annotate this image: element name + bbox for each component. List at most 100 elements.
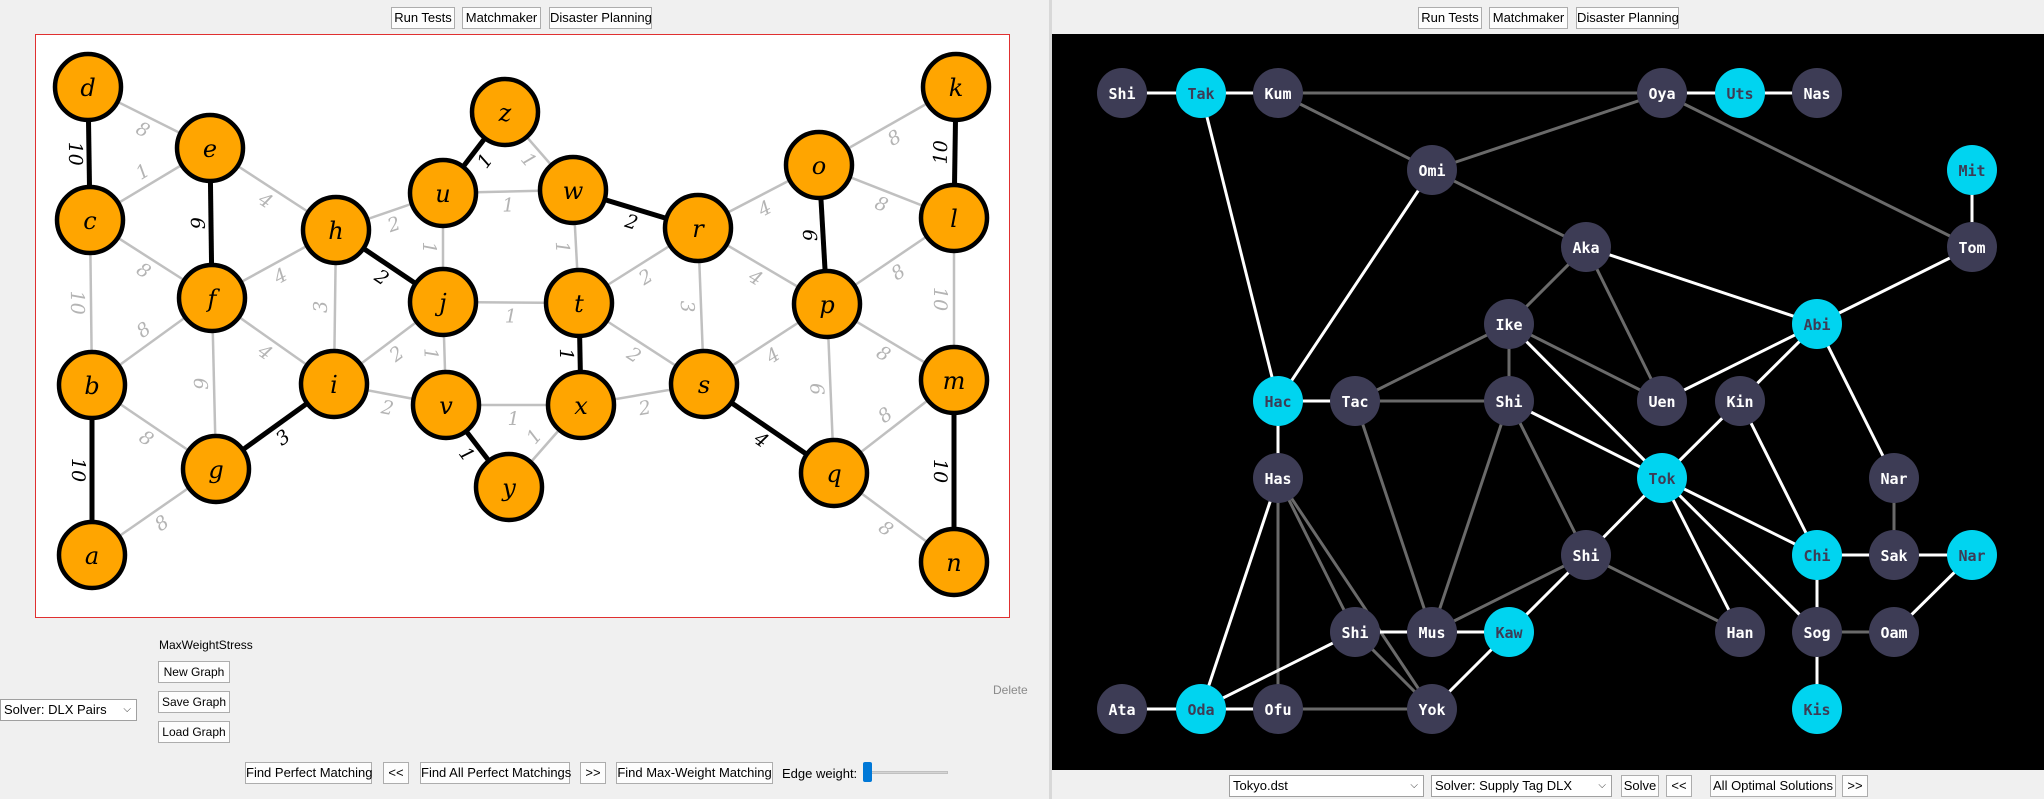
node-circle[interactable] <box>918 344 990 416</box>
city-node-shi4[interactable]: Shi <box>1330 607 1380 657</box>
city-node-tac[interactable]: Tac <box>1330 376 1380 426</box>
graph-node-h[interactable]: h <box>300 194 372 266</box>
node-circle[interactable] <box>54 184 126 256</box>
city-circle[interactable] <box>1484 607 1534 657</box>
panel-divider[interactable] <box>1049 0 1052 799</box>
graph-node-p[interactable]: p <box>791 268 863 340</box>
graph-node-a[interactable]: a <box>56 519 128 591</box>
node-circle[interactable] <box>668 348 740 420</box>
city-circle[interactable] <box>1253 684 1303 734</box>
city-circle[interactable] <box>1715 68 1765 118</box>
city-node-has[interactable]: Has <box>1253 453 1303 503</box>
node-circle[interactable] <box>407 266 479 338</box>
city-circle[interactable] <box>1561 222 1611 272</box>
node-circle[interactable] <box>52 51 124 123</box>
find-max-weight-matching-button[interactable]: Find Max-Weight Matching <box>616 762 773 784</box>
city-node-han[interactable]: Han <box>1715 607 1765 657</box>
city-node-omi[interactable]: Omi <box>1407 145 1457 195</box>
graph-node-v[interactable]: v <box>410 369 482 441</box>
save-graph-button[interactable]: Save Graph <box>158 691 230 713</box>
matchmaker-button[interactable]: Matchmaker <box>462 7 541 29</box>
next-solution-button[interactable]: >> <box>1842 775 1868 797</box>
graph-node-c[interactable]: c <box>54 184 126 256</box>
graph-node-s[interactable]: s <box>668 348 740 420</box>
city-node-kum[interactable]: Kum <box>1253 68 1303 118</box>
solve-button[interactable]: Solve <box>1621 775 1659 797</box>
node-circle[interactable] <box>662 192 734 264</box>
city-circle[interactable] <box>1176 68 1226 118</box>
node-circle[interactable] <box>783 129 855 201</box>
graph-node-z[interactable]: z <box>469 76 541 148</box>
node-circle[interactable] <box>918 526 990 598</box>
new-graph-button[interactable]: New Graph <box>158 661 230 683</box>
node-circle[interactable] <box>410 369 482 441</box>
disaster-planning-button[interactable]: Disaster Planning <box>549 7 652 29</box>
graph-node-e[interactable]: e <box>174 112 246 184</box>
graph-node-f[interactable]: f <box>176 262 248 334</box>
city-node-kis[interactable]: Kis <box>1792 684 1842 734</box>
edge-weight-slider[interactable] <box>863 760 948 784</box>
city-node-shi3[interactable]: Shi <box>1561 530 1611 580</box>
city-node-oam[interactable]: Oam <box>1869 607 1919 657</box>
node-circle[interactable] <box>791 268 863 340</box>
node-circle[interactable] <box>918 182 990 254</box>
graph-node-k[interactable]: k <box>920 51 992 123</box>
city-circle[interactable] <box>1097 684 1147 734</box>
city-circle[interactable] <box>1947 530 1997 580</box>
city-node-tom[interactable]: Tom <box>1947 222 1997 272</box>
city-circle[interactable] <box>1869 607 1919 657</box>
load-graph-button[interactable]: Load Graph <box>158 721 230 743</box>
graph-node-t[interactable]: t <box>543 267 615 339</box>
city-circle[interactable] <box>1869 453 1919 503</box>
city-node-mit[interactable]: Mit <box>1947 145 1997 195</box>
graph-node-j[interactable]: j <box>407 266 479 338</box>
city-node-nar1[interactable]: Nar <box>1869 453 1919 503</box>
city-node-nas[interactable]: Nas <box>1792 68 1842 118</box>
city-circle[interactable] <box>1792 299 1842 349</box>
city-circle[interactable] <box>1330 607 1380 657</box>
city-circle[interactable] <box>1253 68 1303 118</box>
slider-thumb[interactable] <box>863 762 872 782</box>
city-node-abi[interactable]: Abi <box>1792 299 1842 349</box>
city-circle[interactable] <box>1792 684 1842 734</box>
node-circle[interactable] <box>176 262 248 334</box>
city-node-shi2[interactable]: Shi <box>1484 376 1534 426</box>
city-circle[interactable] <box>1097 68 1147 118</box>
graph-node-o[interactable]: o <box>783 129 855 201</box>
graph-node-i[interactable]: i <box>298 348 370 420</box>
node-circle[interactable] <box>798 437 870 509</box>
graph-node-w[interactable]: w <box>537 154 609 226</box>
city-circle[interactable] <box>1407 607 1457 657</box>
find-all-perfect-matchings-button[interactable]: Find All Perfect Matchings <box>420 762 571 784</box>
city-node-oda[interactable]: Oda <box>1176 684 1226 734</box>
city-node-tak[interactable]: Tak <box>1176 68 1226 118</box>
city-circle[interactable] <box>1561 530 1611 580</box>
node-circle[interactable] <box>56 519 128 591</box>
city-node-nar2[interactable]: Nar <box>1947 530 1997 580</box>
city-circle[interactable] <box>1253 376 1303 426</box>
city-circle[interactable] <box>1792 530 1842 580</box>
node-circle[interactable] <box>298 348 370 420</box>
next-matching-button[interactable]: >> <box>580 762 606 784</box>
city-circle[interactable] <box>1330 376 1380 426</box>
city-node-sog[interactable]: Sog <box>1792 607 1842 657</box>
node-circle[interactable] <box>300 194 372 266</box>
delete-label[interactable]: Delete <box>993 683 1028 697</box>
node-circle[interactable] <box>56 349 128 421</box>
node-circle[interactable] <box>469 76 541 148</box>
city-circle[interactable] <box>1407 684 1457 734</box>
graph-node-u[interactable]: u <box>407 157 479 229</box>
city-node-chi[interactable]: Chi <box>1792 530 1842 580</box>
city-node-yok[interactable]: Yok <box>1407 684 1457 734</box>
graph-node-d[interactable]: d <box>52 51 124 123</box>
city-circle[interactable] <box>1869 530 1919 580</box>
city-node-ata[interactable]: Ata <box>1097 684 1147 734</box>
city-node-ike[interactable]: Ike <box>1484 299 1534 349</box>
node-circle[interactable] <box>174 112 246 184</box>
city-node-uen[interactable]: Uen <box>1637 376 1687 426</box>
city-circle[interactable] <box>1947 222 1997 272</box>
city-circle[interactable] <box>1792 68 1842 118</box>
